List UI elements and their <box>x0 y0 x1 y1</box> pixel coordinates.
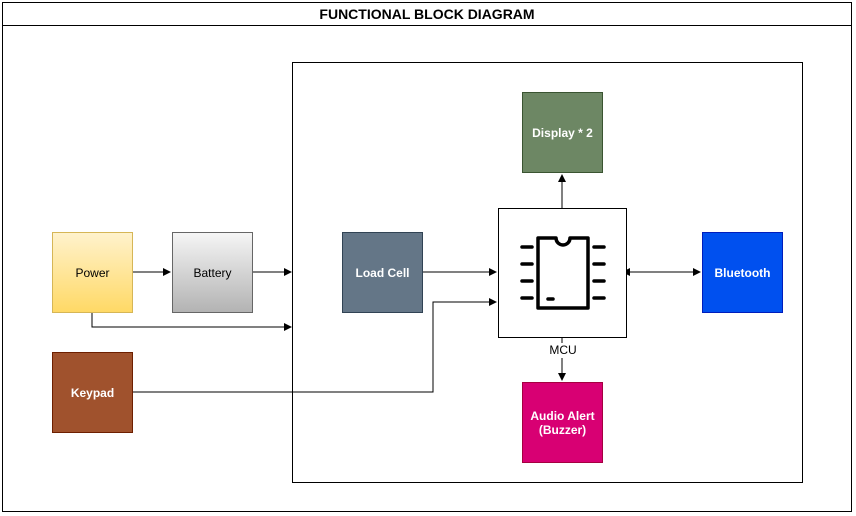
bluetooth-block: Bluetooth <box>702 232 783 313</box>
keypad-label: Keypad <box>70 385 115 400</box>
display-block: Display * 2 <box>522 92 603 173</box>
load-cell-label: Load Cell <box>355 265 410 280</box>
audio-alert-block: Audio Alert (Buzzer) <box>522 382 603 463</box>
battery-label: Battery <box>193 265 232 280</box>
keypad-to-mcu-arrow <box>133 298 497 393</box>
chip-icon <box>519 236 606 310</box>
diagram-title: FUNCTIONAL BLOCK DIAGRAM <box>2 2 852 26</box>
system-boundary <box>292 62 803 483</box>
load-cell-block: Load Cell <box>342 232 423 313</box>
bluetooth-label: Bluetooth <box>714 265 771 280</box>
power-to-system-arrow <box>91 313 292 331</box>
display-label: Display * 2 <box>532 125 593 140</box>
battery-block: Battery <box>172 232 253 313</box>
power-block: Power <box>52 232 133 313</box>
mcu-block <box>498 208 627 338</box>
mcu-label: MCU <box>549 343 577 357</box>
audio-alert-label: Audio Alert (Buzzer) <box>530 408 595 437</box>
power-label: Power <box>75 265 110 280</box>
keypad-block: Keypad <box>52 352 133 433</box>
